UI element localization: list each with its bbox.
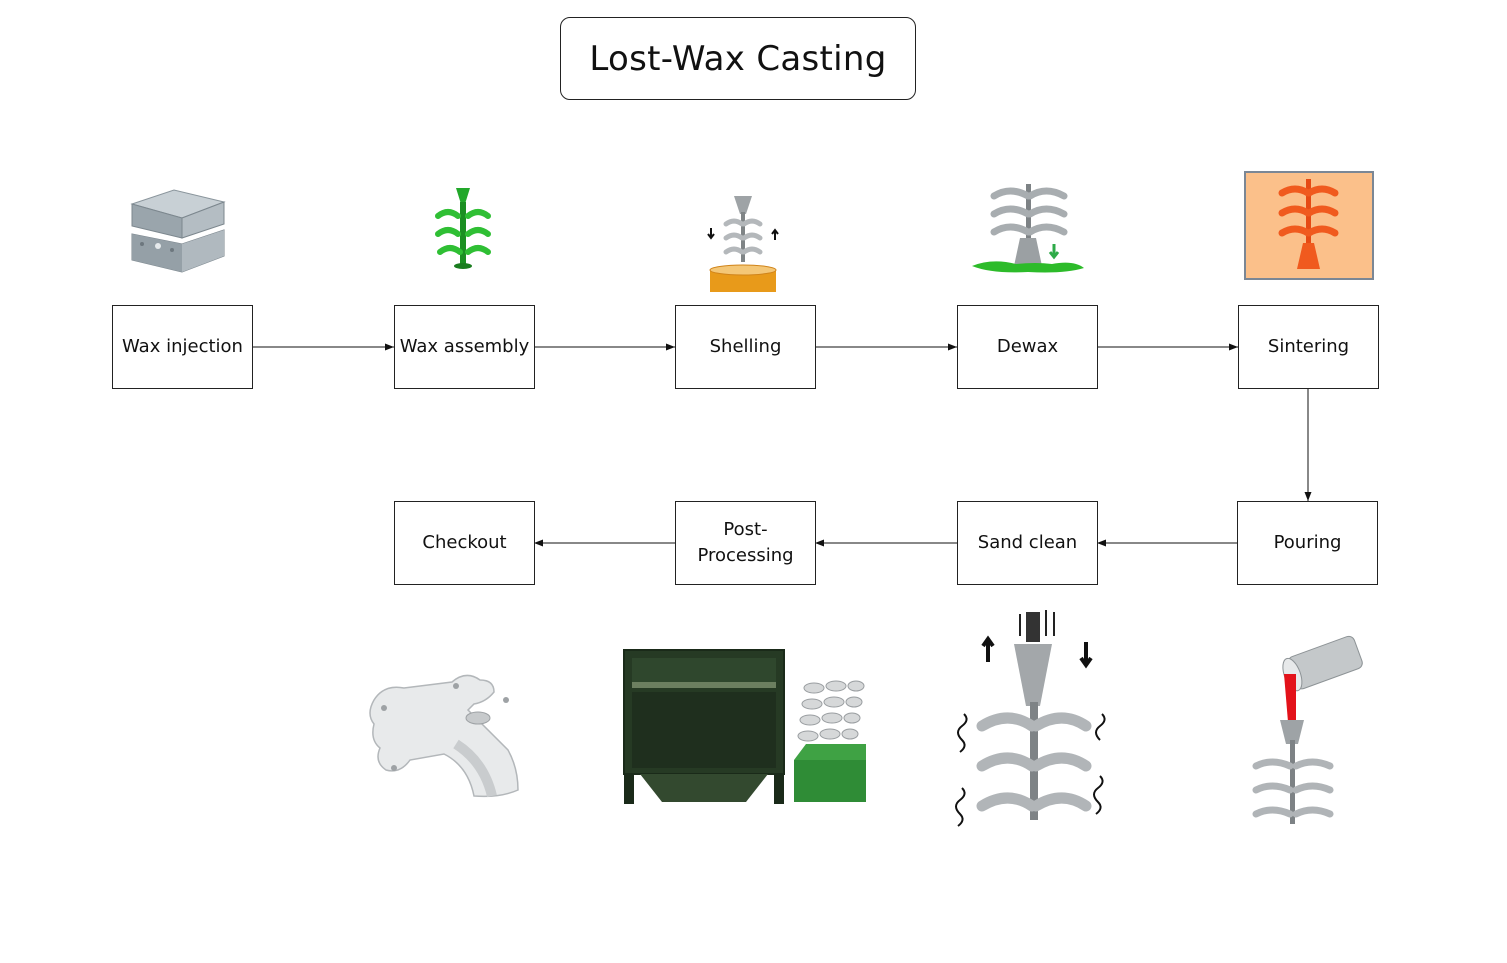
step-label: Wax assembly [399,335,530,357]
diagram-title: Lost-Wax Casting [560,17,916,100]
shelling-dip-icon [707,196,779,292]
step-label: Shelling [709,335,782,357]
step-label: Pouring [1273,531,1342,553]
step-checkout: Checkout [394,501,535,585]
step-wax-injection: Wax injection [112,305,253,389]
step-shelling: Shelling [675,305,816,389]
dewax-icon [972,184,1084,273]
step-wax-assembly: Wax assembly [394,305,535,389]
step-pouring: Pouring [1237,501,1378,585]
step-label-line1: Post- [723,518,768,540]
step-sand-clean: Sand clean [957,501,1098,585]
step-label: Dewax [996,335,1059,357]
pouring-ladle-icon [1252,635,1363,824]
finished-part-icon [369,674,519,798]
wax-tree-icon [435,188,491,269]
step-label: Sintering [1267,335,1350,357]
step-post-processing: Post- Processing [675,501,816,585]
step-label: Post- Processing [697,517,793,569]
step-dewax: Dewax [957,305,1098,389]
sand-clean-vibration-icon [955,610,1106,827]
step-label: Wax injection [122,335,243,357]
step-label-line2: Processing [697,545,794,566]
step-label: Sand clean [977,531,1078,553]
mold-block-icon [130,189,226,273]
sintering-oven-icon [1244,171,1374,280]
step-label: Checkout [422,531,507,553]
step-sintering: Sintering [1238,305,1379,389]
post-processing-machine-icon [623,649,866,804]
